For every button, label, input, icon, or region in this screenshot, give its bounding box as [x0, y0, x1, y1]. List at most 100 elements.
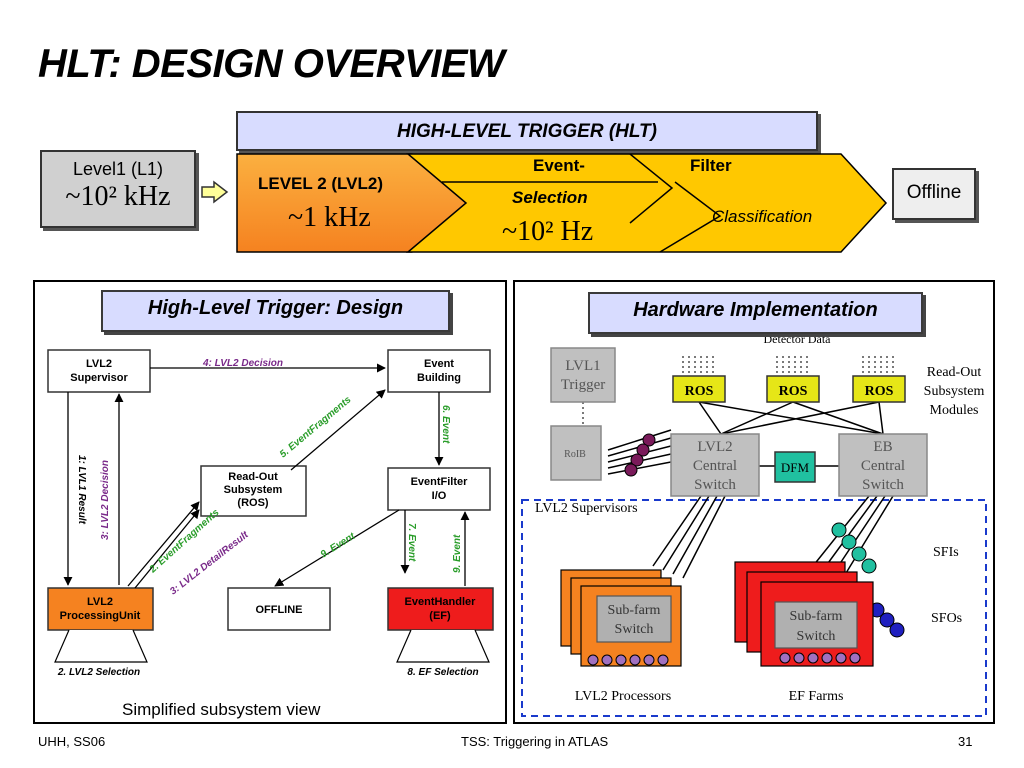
trigger-chevrons: [236, 153, 888, 253]
lvl2-processor-node: [657, 654, 669, 666]
lvl2-pu-text-1: LVL2: [87, 596, 113, 608]
ros-box-3-text: ROS: [865, 384, 894, 399]
offline-box: Offline: [892, 168, 976, 220]
ef-chevron: [405, 153, 888, 253]
eb-switch-text-3: Switch: [862, 477, 904, 493]
ef-selection-label: Selection: [512, 188, 588, 207]
lvl2-subfarm-text-1: Sub-farm: [608, 603, 661, 618]
event-building-node: [387, 349, 491, 393]
ef-processor-node: [835, 652, 847, 664]
arrow-label-9: 9. Event: [319, 531, 358, 561]
ef-farms-label: EF Farms: [789, 689, 844, 704]
eventfilter-io-text-2: I/O: [432, 490, 447, 502]
hlt-header-bar: HIGH-LEVEL TRIGGER (HLT): [236, 111, 818, 151]
lvl2-switch-text-3: Switch: [694, 477, 736, 493]
arrow-label-6: 6. Event: [440, 405, 451, 444]
right-panel-title: Hardware Implementation: [588, 292, 923, 334]
footer-center: TSS: Triggering in ATLAS: [461, 734, 609, 749]
eb-switch-box: [838, 433, 928, 497]
eb-switch-text-1: EB: [873, 439, 892, 455]
sfis-label: SFIs: [933, 545, 959, 560]
level1-box: Level1 (L1) ~10² kHz: [40, 150, 196, 228]
lvl2-switch-box: [670, 433, 760, 497]
lvl2-selection-triangle: [54, 629, 148, 663]
right-panel: [513, 280, 995, 724]
sfi-node: [851, 546, 867, 562]
sfi-node: [841, 534, 857, 550]
arrow-label-1: 1: LVL1 Result: [76, 455, 87, 525]
ef-processor-node: [849, 652, 861, 664]
supervisor-node: [636, 443, 650, 457]
lvl2-supervisor-text-1: LVL2: [86, 358, 112, 370]
dfm-box: [774, 451, 816, 483]
lvl2-processor-node: [587, 654, 599, 666]
lvl2-rate: ~1 kHz: [288, 202, 371, 233]
lvl2-pu-node: [47, 587, 154, 631]
supervisors-enclosure: [521, 499, 987, 717]
arrow-label-7: 7. Event: [406, 523, 417, 562]
ros-box-2-text: ROS: [779, 384, 808, 399]
readout-label-1: Read-Out: [927, 365, 982, 380]
lvl2-supervisors-label: LVL2 Supervisors: [535, 501, 638, 516]
eventfilter-io-text-1: EventFilter: [411, 476, 469, 488]
left-panel-title: High-Level Trigger: Design: [101, 290, 450, 332]
lvl2-subfarm-text-2: Switch: [615, 622, 654, 637]
subsystem-diagram: LVL2 Supervisor Event Building Read-Out …: [47, 349, 494, 678]
roib-text: RoIB: [564, 449, 586, 460]
sfi-node: [831, 522, 847, 538]
ros-box-1-text: ROS: [685, 384, 714, 399]
lvl1-trigger-text-1: LVL1: [565, 358, 600, 374]
arrow-label-4: 4: LVL2 Decision: [202, 358, 283, 369]
level1-label: Level1 (L1): [72, 159, 164, 179]
left-panel-caption: Simplified subsystem view: [122, 700, 321, 719]
ef-subfarm-text-1: Sub-farm: [790, 609, 843, 624]
detector-data-label: Detector Data: [764, 332, 832, 346]
dfm-text: DFM: [781, 460, 810, 475]
ros-box-3: [852, 375, 906, 403]
lvl2-switch-text-2: Central: [693, 458, 737, 474]
lvl2-processor-node: [601, 654, 613, 666]
right-arrow-icon: [201, 180, 229, 204]
ef-selection-label: 8. EF Selection: [407, 667, 478, 678]
sfos-label: SFOs: [931, 611, 962, 626]
offline-label: Offline: [906, 182, 962, 203]
ef-event-label: Event-: [533, 156, 585, 175]
level1-rate: ~10² kHz: [65, 181, 171, 212]
sfo-node: [879, 612, 895, 628]
eb-switch-text-2: Central: [861, 458, 905, 474]
ef-processor-node: [793, 652, 805, 664]
eventhandler-text-1: EventHandler: [405, 596, 477, 608]
ef-filter-label: Filter: [690, 156, 732, 175]
supervisor-node: [642, 433, 656, 447]
readout-label-2: Subsystem: [924, 384, 985, 399]
footer-left: UHH, SS06: [38, 734, 106, 749]
ros-box-2: [766, 375, 820, 403]
left-panel: [33, 280, 507, 724]
eventhandler-text-2: (EF): [429, 610, 451, 622]
lvl2-processor-node: [629, 654, 641, 666]
ef-subfarm-text-2: Switch: [797, 629, 836, 644]
offline-node: [227, 587, 331, 631]
lvl2-processor-node: [615, 654, 627, 666]
ros-text-3: (ROS): [237, 497, 269, 509]
roib-box: [550, 425, 602, 481]
lvl2-label: LEVEL 2 (LVL2): [258, 174, 384, 193]
offline-node-text: OFFLINE: [255, 604, 302, 616]
sfo-node: [889, 622, 905, 638]
hlt-header-label: HIGH-LEVEL TRIGGER (HLT): [396, 121, 657, 142]
readout-label-3: Modules: [930, 403, 979, 418]
supervisor-node: [630, 453, 644, 467]
lvl2-processors-label: LVL2 Processors: [575, 689, 671, 704]
hardware-diagram: LVL1 Trigger RoIB Detector Data ROS ROS …: [521, 332, 987, 717]
lvl2-pu-text-2: ProcessingUnit: [60, 610, 141, 622]
lvl2-subfarm-switch: [596, 595, 672, 643]
event-building-text-2: Building: [417, 372, 461, 384]
supervisor-node: [624, 463, 638, 477]
lvl2-supervisor-node: [47, 349, 151, 393]
lvl2-switch-text-1: LVL2: [697, 439, 732, 455]
lvl1-trigger-box: [550, 347, 616, 403]
ef-subfarm-switch: [774, 601, 858, 649]
ef-selection-triangle: [396, 629, 490, 663]
ros-node: [200, 465, 307, 517]
slide-title: HLT: DESIGN OVERVIEW: [38, 42, 505, 86]
